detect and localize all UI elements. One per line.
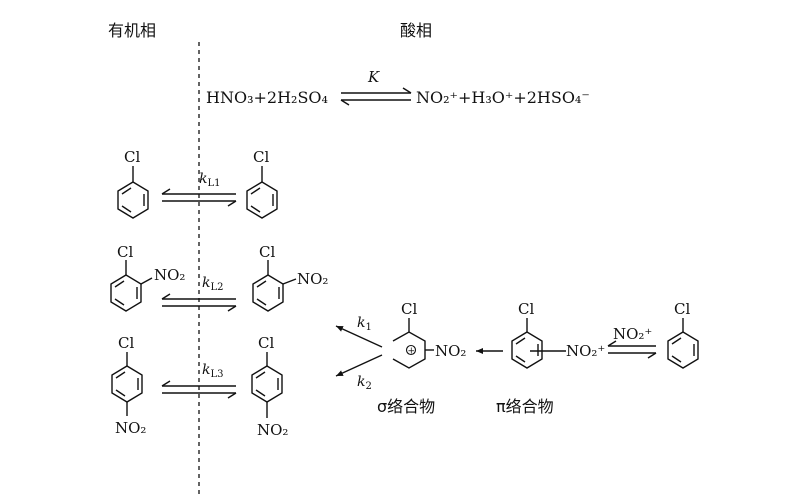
chlorine-label: Cl (118, 334, 134, 352)
acid-phase-label: 酸相 (400, 21, 432, 40)
chlorine-label: Cl (259, 243, 275, 261)
rate-constant-kL1: kL1 (199, 171, 221, 189)
rate-constant-kL2: kL2 (202, 275, 224, 293)
chlorobenzene-reactant: Cl (667, 300, 699, 369)
pi-complex-label: π络合物 (496, 397, 554, 416)
rate-constant-k1: k1 (357, 315, 372, 333)
chlorine-label: Cl (124, 148, 140, 166)
k2-arrow (335, 354, 383, 377)
chlorine-label: Cl (253, 148, 269, 166)
equilibrium-arrows (340, 87, 412, 106)
o-chloronitrobenzene-acid: Cl NO₂ (252, 243, 328, 312)
sigma-complex: + Cl NO₂ (392, 300, 466, 369)
sigma-complex-label: σ络合物 (377, 397, 435, 416)
nitronium-reagent-label: NO₂⁺ (613, 325, 652, 343)
rate-constant-kL3: kL3 (202, 362, 224, 380)
equilibrium-constant-k: K (367, 68, 380, 86)
nitronium-equilibrium-arrows (607, 340, 657, 359)
equilibrium-reactants: HNO₃+2H₂SO₄ (206, 88, 328, 107)
nitro-group-label: NO₂ (257, 421, 288, 439)
nitro-group-label: NO₂ (115, 419, 146, 437)
nitronium-label: NO₂⁺ (566, 342, 605, 360)
chlorine-label: Cl (401, 300, 417, 318)
rate-constant-k2: k2 (357, 374, 372, 392)
chlorine-label: Cl (674, 300, 690, 318)
o-chloronitrobenzene-organic: Cl NO₂ (110, 243, 185, 312)
chlorine-label: Cl (117, 243, 133, 261)
pi-complex: Cl NO₂⁺ (511, 300, 605, 369)
kL3-transfer-arrows (161, 380, 237, 399)
organic-phase-label: 有机相 (108, 21, 156, 40)
chlorine-label: Cl (518, 300, 534, 318)
nitro-group-label: NO₂ (154, 266, 185, 284)
kL1-transfer-arrows (161, 188, 237, 207)
chlorine-label: Cl (258, 334, 274, 352)
nitro-group-label: NO₂ (297, 270, 328, 288)
p-chloronitrobenzene-acid: Cl NO₂ (251, 334, 288, 439)
p-chloronitrobenzene-organic: Cl NO₂ (111, 334, 146, 437)
k1-arrow (335, 325, 383, 348)
kL2-transfer-arrows (161, 293, 237, 312)
chlorobenzene-acid: Cl (246, 148, 278, 219)
equilibrium-products: NO₂⁺+H₃O⁺+2HSO₄⁻ (416, 88, 590, 107)
nitro-group-label: NO₂ (435, 342, 466, 360)
chlorobenzene-organic: Cl (117, 148, 149, 219)
positive-charge-icon: + (408, 347, 416, 357)
